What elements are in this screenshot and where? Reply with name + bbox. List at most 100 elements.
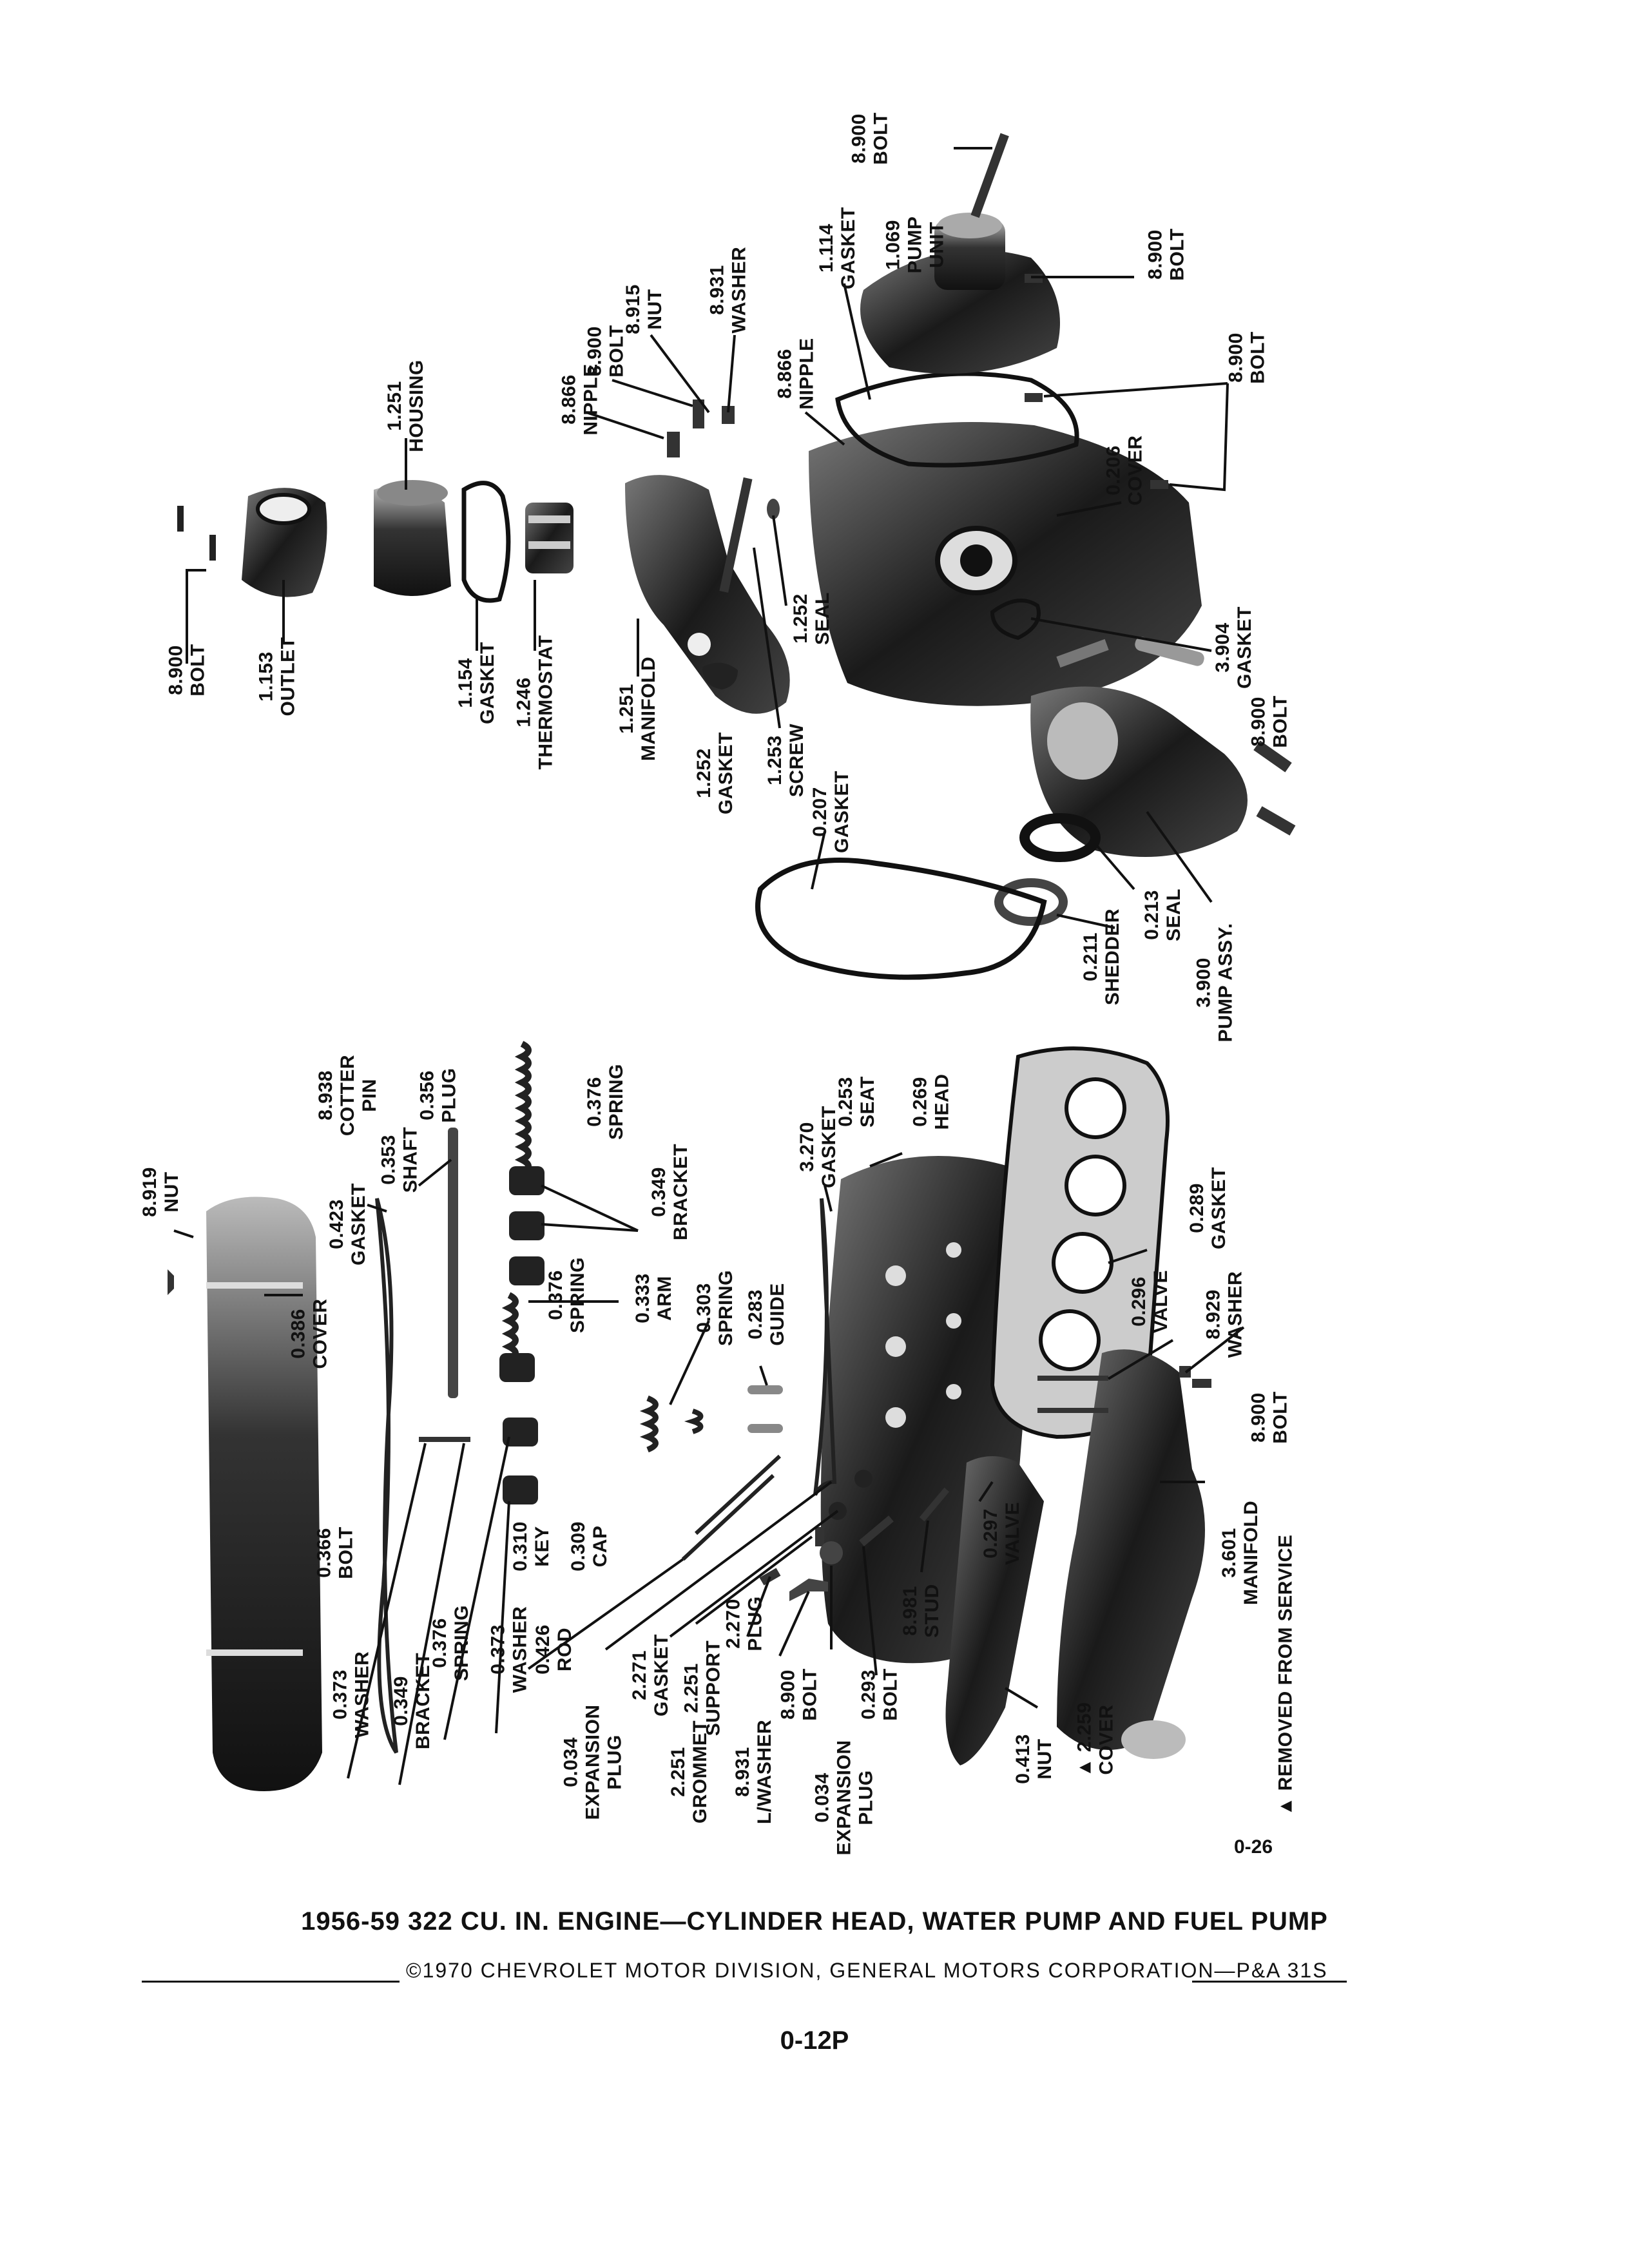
label-line: NUT <box>644 289 666 330</box>
label-line: VALVE <box>1150 1269 1172 1334</box>
label-line: 8.938 <box>315 1070 337 1120</box>
label-line: GASKET <box>715 731 737 815</box>
label-line: BOLT <box>1247 331 1269 384</box>
label-line: 3.900 <box>1193 957 1215 1008</box>
valley-cover-part <box>945 1456 1044 1765</box>
label-line: BOLT <box>799 1668 821 1721</box>
label-line: BOLT <box>870 112 892 165</box>
label-line: 3.270 <box>796 1122 818 1172</box>
label-line: SCREW <box>786 723 808 798</box>
label-line: 0.386 <box>287 1309 309 1359</box>
label-line: 8.929 <box>1202 1289 1224 1340</box>
label-line: 0.373 <box>487 1624 508 1675</box>
label-line: 2.271 <box>629 1650 651 1700</box>
label-line: HOUSING <box>405 360 427 452</box>
timing-gasket-part <box>755 858 1047 980</box>
label-line: 0.303 <box>693 1283 715 1333</box>
label-line: SEAL <box>1163 888 1185 942</box>
long-bolt-part <box>970 133 1009 218</box>
label-line: SPRING <box>715 1269 737 1347</box>
thermostat-part <box>525 503 574 573</box>
label-line: NUT <box>160 1171 182 1213</box>
label-line: NIPPLE <box>796 338 818 410</box>
water-manifold-part <box>625 475 790 714</box>
label-line: OUTLET <box>277 637 298 716</box>
label-line: 8.866 <box>774 349 796 399</box>
label-line: 8.900 <box>777 1669 799 1720</box>
rocker-cover-part <box>206 1196 322 1791</box>
label-line: COVER <box>1095 1704 1117 1775</box>
label-line: 8.931 <box>706 265 728 315</box>
label-line: 0.426 <box>532 1624 554 1675</box>
label-line: BOLT <box>1166 228 1188 281</box>
front-cover-part <box>809 422 1202 706</box>
manifold-gasket-part <box>702 662 738 689</box>
bolt-part <box>1150 480 1168 489</box>
rocker-shaft-part <box>448 1128 458 1398</box>
label-line: 0.296 <box>1128 1276 1150 1327</box>
label-line: 8.900 <box>165 645 187 695</box>
label-line: WASHER <box>508 1606 530 1693</box>
head-gasket-small-part <box>813 1198 837 1496</box>
label-line: VALVE <box>1002 1501 1024 1566</box>
label-line: SEAL <box>812 591 834 646</box>
bolt-part <box>419 1437 470 1442</box>
valve-guides-part <box>747 1385 783 1433</box>
label-line: 0.034 <box>559 1737 581 1787</box>
exploded-parts-diagram <box>168 133 1296 1791</box>
label-line: 8.919 <box>139 1167 160 1217</box>
bolt-part <box>1192 1379 1211 1388</box>
label-line: BRACKET <box>670 1143 692 1241</box>
shedder-part <box>994 878 1068 926</box>
label-line: 0.376 <box>584 1077 606 1127</box>
label-line: PUMP <box>903 216 925 274</box>
label-line: THERMOSTAT <box>534 635 556 770</box>
copyright-line: ©1970 CHEVROLET MOTOR DIVISION, GENERAL … <box>142 1959 1347 1987</box>
label-line: ARM <box>653 1276 675 1321</box>
label-line: 2.251 <box>680 1663 702 1713</box>
valve-part <box>1037 1376 1108 1381</box>
nut-part <box>168 1269 174 1295</box>
label-line: GASKET <box>1234 606 1256 689</box>
label-line: 8.900 <box>848 113 870 164</box>
label-line: 8.931 <box>732 1747 754 1797</box>
label-line: 0.349 <box>390 1676 412 1726</box>
label-line: 0.207 <box>809 787 831 837</box>
label-line: GASKET <box>1208 1166 1230 1250</box>
label-line: 0.413 <box>1012 1734 1034 1784</box>
bolt-part <box>1025 393 1043 402</box>
label-line: MANIFOLD <box>1240 1500 1262 1606</box>
label-line: CAP <box>589 1525 611 1568</box>
nut-part <box>722 406 735 424</box>
label-removed-note: ▲ REMOVED FROM SERVICE <box>1275 1535 1296 1816</box>
label-line: 8.981 <box>899 1586 921 1636</box>
label-line: ▲ 2.259 <box>1073 1702 1095 1778</box>
water-pump-unit-part <box>860 213 1060 374</box>
bolt-part <box>859 1515 894 1546</box>
